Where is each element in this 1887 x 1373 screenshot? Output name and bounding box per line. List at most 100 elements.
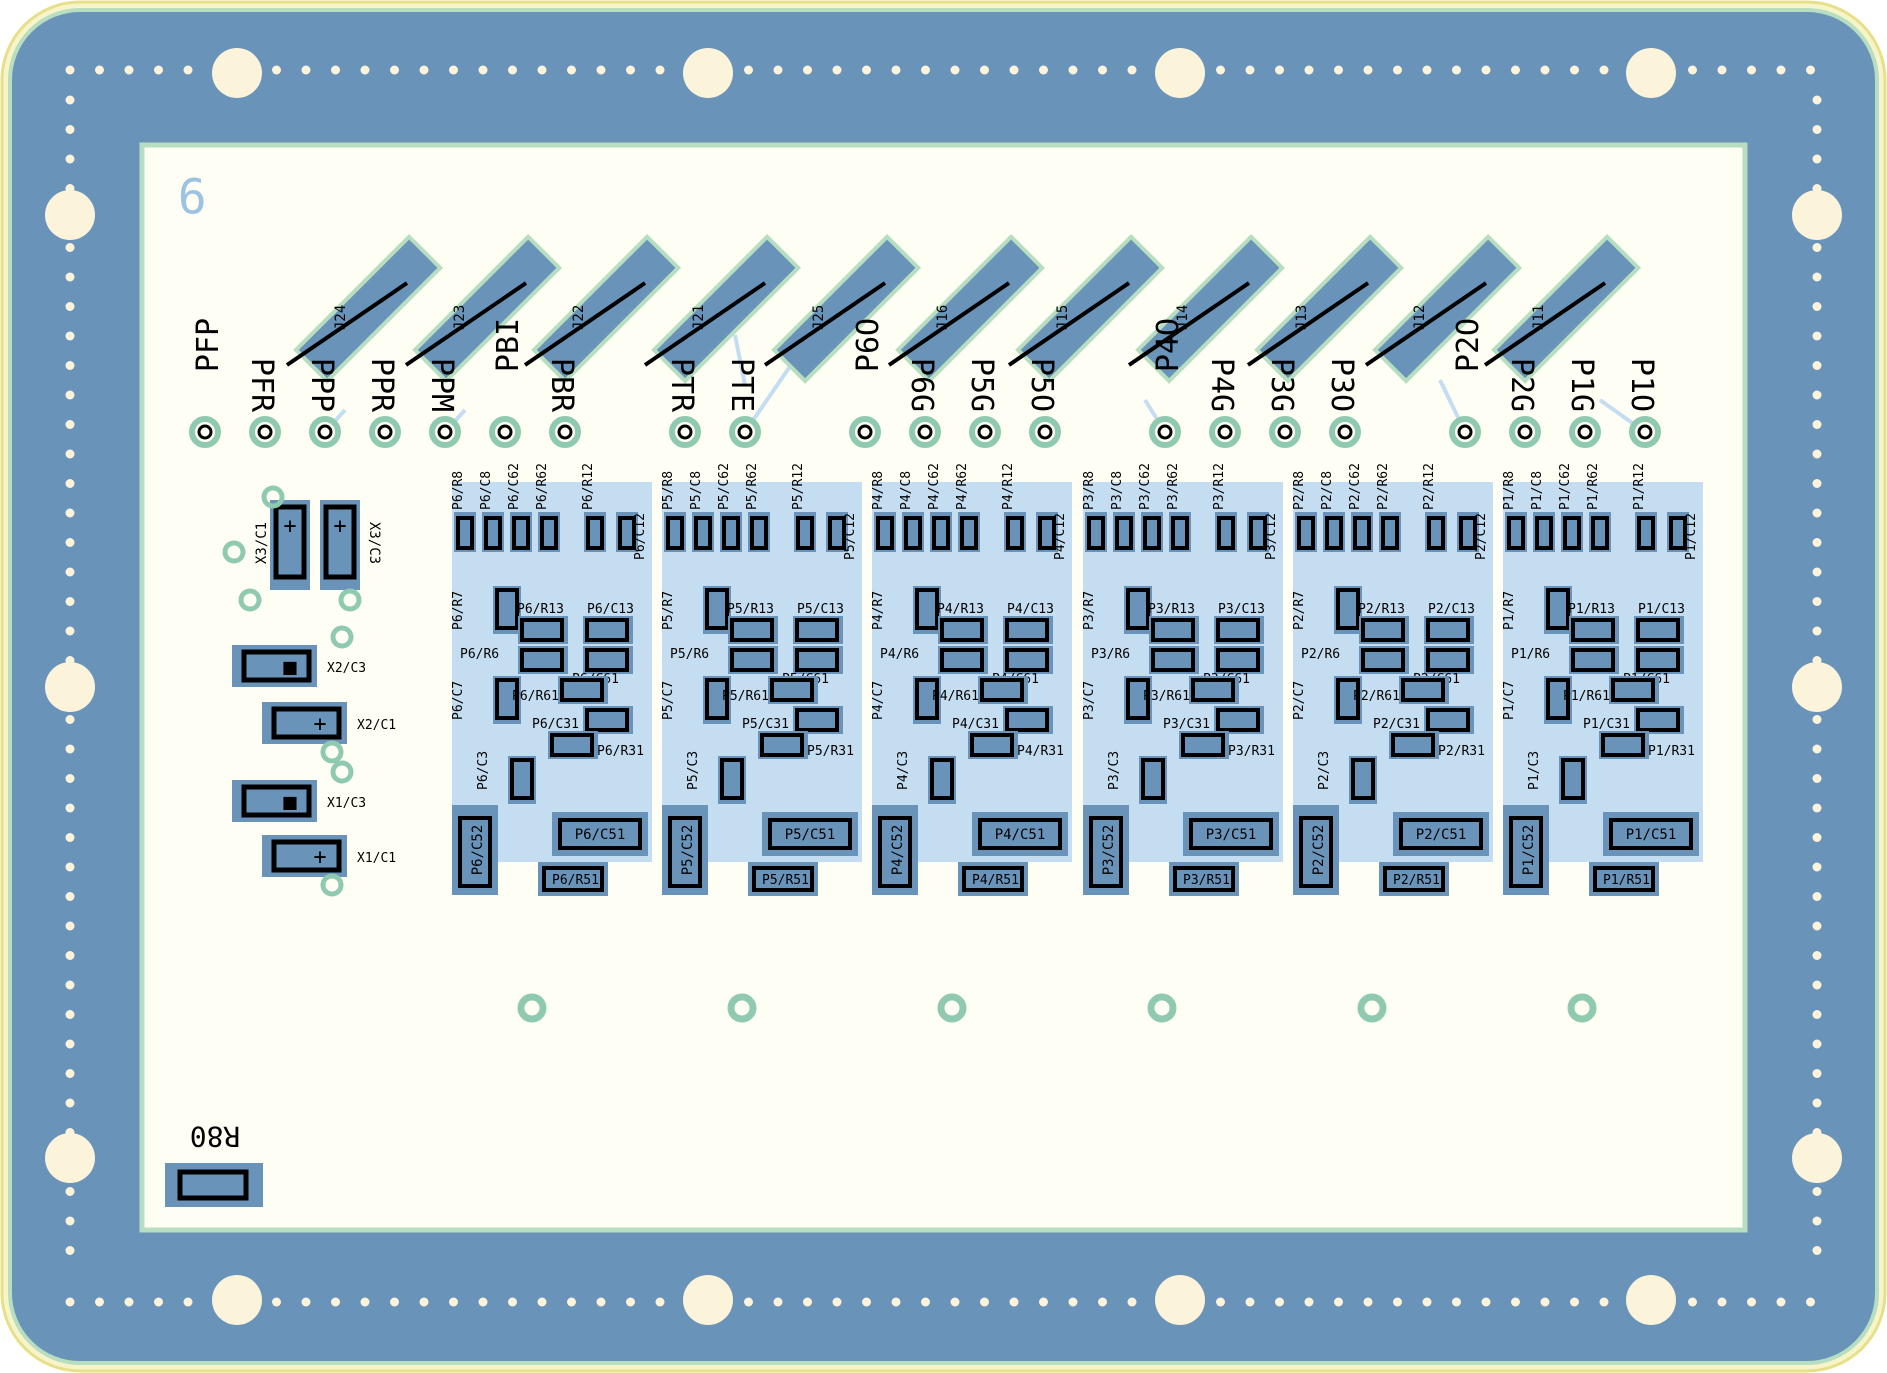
ref-label: P5/R61 — [722, 689, 769, 704]
via — [567, 1297, 576, 1307]
via — [1452, 1297, 1461, 1307]
mounting-holes — [45, 48, 1842, 1325]
cap-plus: ■ — [283, 655, 297, 680]
ref-label: P1/C62 — [1558, 463, 1573, 510]
via — [1717, 65, 1727, 75]
smd-body — [1151, 618, 1195, 642]
connector-drill — [437, 424, 453, 440]
smd-body — [932, 516, 950, 550]
mounting-hole — [1792, 1133, 1842, 1183]
via — [1812, 479, 1822, 488]
cap-label: X2/C3 — [327, 661, 366, 676]
smd-body — [828, 516, 846, 550]
ref-label: P2/C7 — [1292, 681, 1307, 720]
via — [891, 65, 901, 75]
ref-label: P2/C3 — [1317, 751, 1332, 790]
connector-drill — [377, 424, 393, 440]
connector-label: PBI — [491, 318, 526, 372]
mounting-hole — [1626, 48, 1676, 98]
connector-label: PFR — [244, 358, 279, 413]
smd-body — [1217, 516, 1235, 550]
via — [1481, 1297, 1491, 1307]
smd-body — [1336, 678, 1360, 720]
ref-label: P1/C52 — [1521, 825, 1537, 876]
via — [1009, 1297, 1019, 1307]
smd-body — [722, 516, 740, 550]
ref-label: P4/R6 — [880, 647, 919, 662]
ref-label: P3/R13 — [1148, 602, 1195, 617]
cap-label: X1/C3 — [327, 796, 366, 811]
smd-body — [495, 588, 519, 630]
connector-drill — [1217, 424, 1233, 440]
via — [65, 1010, 75, 1019]
smd-body — [1191, 678, 1235, 702]
connector-drill — [1037, 424, 1053, 440]
via — [65, 715, 75, 724]
ref-label: P1/R6 — [1511, 647, 1550, 662]
via — [1540, 1297, 1550, 1307]
via — [1812, 1246, 1822, 1255]
via — [1812, 862, 1822, 872]
via — [655, 65, 665, 75]
connector-drill — [737, 424, 753, 440]
ref-label: P3/R8 — [1082, 471, 1097, 510]
connector-label: P5G — [964, 358, 999, 412]
smd-body — [1299, 816, 1333, 888]
connector-drill — [1277, 424, 1293, 440]
smd-body — [1546, 588, 1570, 630]
ref-label: P4/C13 — [1007, 602, 1054, 617]
connector-label: P2G — [1504, 358, 1539, 412]
via — [921, 65, 930, 75]
cap-label: X3/C1 — [254, 522, 270, 564]
via — [980, 1297, 989, 1307]
smd-body — [1089, 816, 1123, 888]
via — [1812, 833, 1822, 842]
cap-body — [323, 504, 357, 580]
smd-body — [1507, 516, 1525, 550]
via — [1393, 1297, 1402, 1307]
via — [1747, 65, 1756, 75]
smd-body — [980, 678, 1024, 702]
smd-body — [1426, 708, 1470, 732]
ref-label: P4/R51 — [972, 873, 1019, 888]
smd-body — [1249, 516, 1267, 550]
ref-label: P4/C51 — [995, 827, 1046, 843]
via — [65, 154, 75, 164]
ref-label: P3/R51 — [1183, 873, 1230, 888]
connector-label: P3O — [1324, 358, 1359, 412]
smd-body — [940, 648, 984, 672]
ref-label: P6/C8 — [479, 471, 494, 510]
connector-label: P4O — [1151, 318, 1186, 372]
connector-label: PFP — [191, 318, 226, 372]
via — [1812, 420, 1822, 429]
jumper-label: J14 — [1175, 305, 1191, 330]
smd-body — [930, 758, 954, 800]
via — [1812, 243, 1822, 252]
via — [1570, 65, 1579, 75]
smd-body — [540, 516, 558, 550]
via — [65, 626, 75, 636]
via — [1812, 597, 1822, 606]
cap-via — [261, 485, 285, 509]
via — [655, 1297, 665, 1307]
via — [1812, 1187, 1822, 1196]
smd-body — [904, 516, 922, 550]
smd-body — [796, 516, 814, 550]
smd-body — [1353, 516, 1371, 550]
smd-body — [520, 648, 564, 672]
smd-body — [1216, 648, 1260, 672]
ref-label: P6/C13 — [587, 602, 634, 617]
ref-label: P5/C8 — [689, 471, 704, 510]
via — [508, 1297, 517, 1307]
ref-label: P2/R6 — [1301, 647, 1340, 662]
via — [95, 1297, 104, 1307]
via — [832, 1297, 842, 1307]
smd-body — [618, 516, 636, 550]
smd-body — [720, 758, 744, 800]
via — [1540, 65, 1550, 75]
via — [950, 65, 960, 75]
via — [449, 65, 458, 75]
via — [1511, 65, 1520, 75]
